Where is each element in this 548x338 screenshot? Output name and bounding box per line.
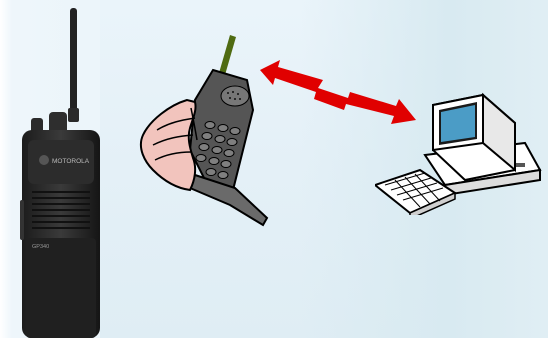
radio-brand-label: MOTOROLA (52, 158, 90, 165)
handheld-radio-icon: MOTOROLA GP340 (14, 0, 104, 338)
desktop-computer-icon (375, 85, 545, 215)
radio-model-label: GP340 (32, 244, 49, 250)
mobile-phone-in-hand-icon (135, 30, 275, 230)
svg-text:GP340: GP340 (32, 244, 49, 250)
svg-text:MOTOROLA: MOTOROLA (52, 158, 90, 165)
